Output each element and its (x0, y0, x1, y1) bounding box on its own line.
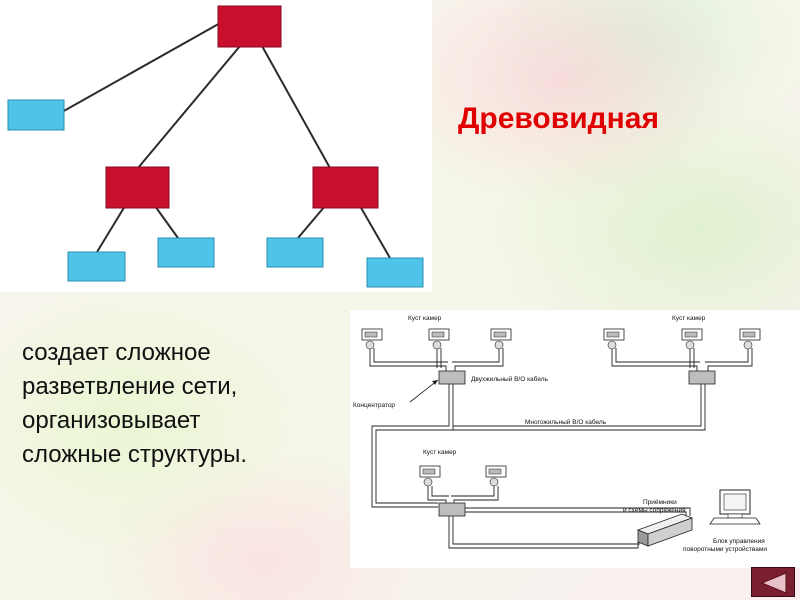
description-line: сложные структуры. (22, 441, 248, 468)
camera-network-svg: Куст камер Куст камер Куст камер Двухжил… (353, 315, 767, 553)
tree-leaf-node (266, 237, 324, 268)
description-line: разветвление сети, (22, 373, 238, 400)
camera-icon (428, 328, 450, 350)
label-control-unit: поворотными устройствами (683, 545, 767, 553)
label-control-unit: Блок управления (713, 538, 765, 545)
tree-branch-node-right (312, 166, 379, 209)
hub-box (688, 370, 716, 385)
description-line: организовывает (22, 407, 201, 434)
hub-pointer-arrow (409, 379, 439, 403)
camera-icon (603, 328, 625, 350)
label-receivers: Приёмники (643, 499, 677, 506)
tree-diagram-svg (7, 5, 424, 288)
edge-left-leaf1 (96, 205, 126, 253)
edge-root-left (137, 45, 241, 169)
tree-leaf-node (366, 257, 424, 288)
label-hub: Концентратор (353, 402, 395, 409)
edge-right-leaf1 (297, 205, 326, 239)
arrow-head-icon (432, 380, 438, 385)
tree-edges (61, 21, 391, 259)
tree-leaf-node (67, 251, 126, 282)
camera-icon (485, 465, 507, 487)
edge-root-right (261, 45, 331, 169)
tree-topology-diagram (0, 0, 432, 292)
label-cluster: Куст камер (408, 315, 442, 322)
tree-leaf-node (157, 237, 215, 268)
back-nav-button[interactable] (751, 567, 795, 597)
tree-branch-node-left (105, 166, 170, 209)
slide-heading: Древовидная (458, 102, 659, 135)
camera-icon (681, 328, 703, 350)
camera-icon (419, 465, 441, 487)
hub-box (438, 502, 466, 517)
camera-icon (739, 328, 761, 350)
camera-icon (490, 328, 512, 350)
edge-right-leaf2 (359, 205, 391, 259)
label-receivers: и схемы сопряжения (623, 507, 686, 514)
edge-root-leaf (61, 21, 223, 113)
label-two-wire-cable: Двухжильный В/О кабель (471, 375, 549, 383)
description-line: создает сложное (22, 339, 211, 366)
computer-icon (709, 489, 761, 525)
slide-description: создает сложное разветвление сети, орган… (22, 336, 342, 472)
back-arrow-icon (760, 572, 787, 594)
receivers-box (636, 513, 694, 547)
camera-icon (361, 328, 383, 350)
label-cluster: Куст камер (423, 449, 457, 456)
tree-root-node (217, 5, 282, 48)
label-cluster: Куст камер (672, 315, 706, 322)
tree-leaf-node (7, 99, 65, 131)
label-multi-wire-cable: Многожильный В/О кабель (525, 418, 607, 426)
camera-network-diagram: Куст камер Куст камер Куст камер Двухжил… (350, 310, 800, 568)
hub-box (438, 370, 466, 385)
edge-left-leaf2 (154, 205, 179, 239)
